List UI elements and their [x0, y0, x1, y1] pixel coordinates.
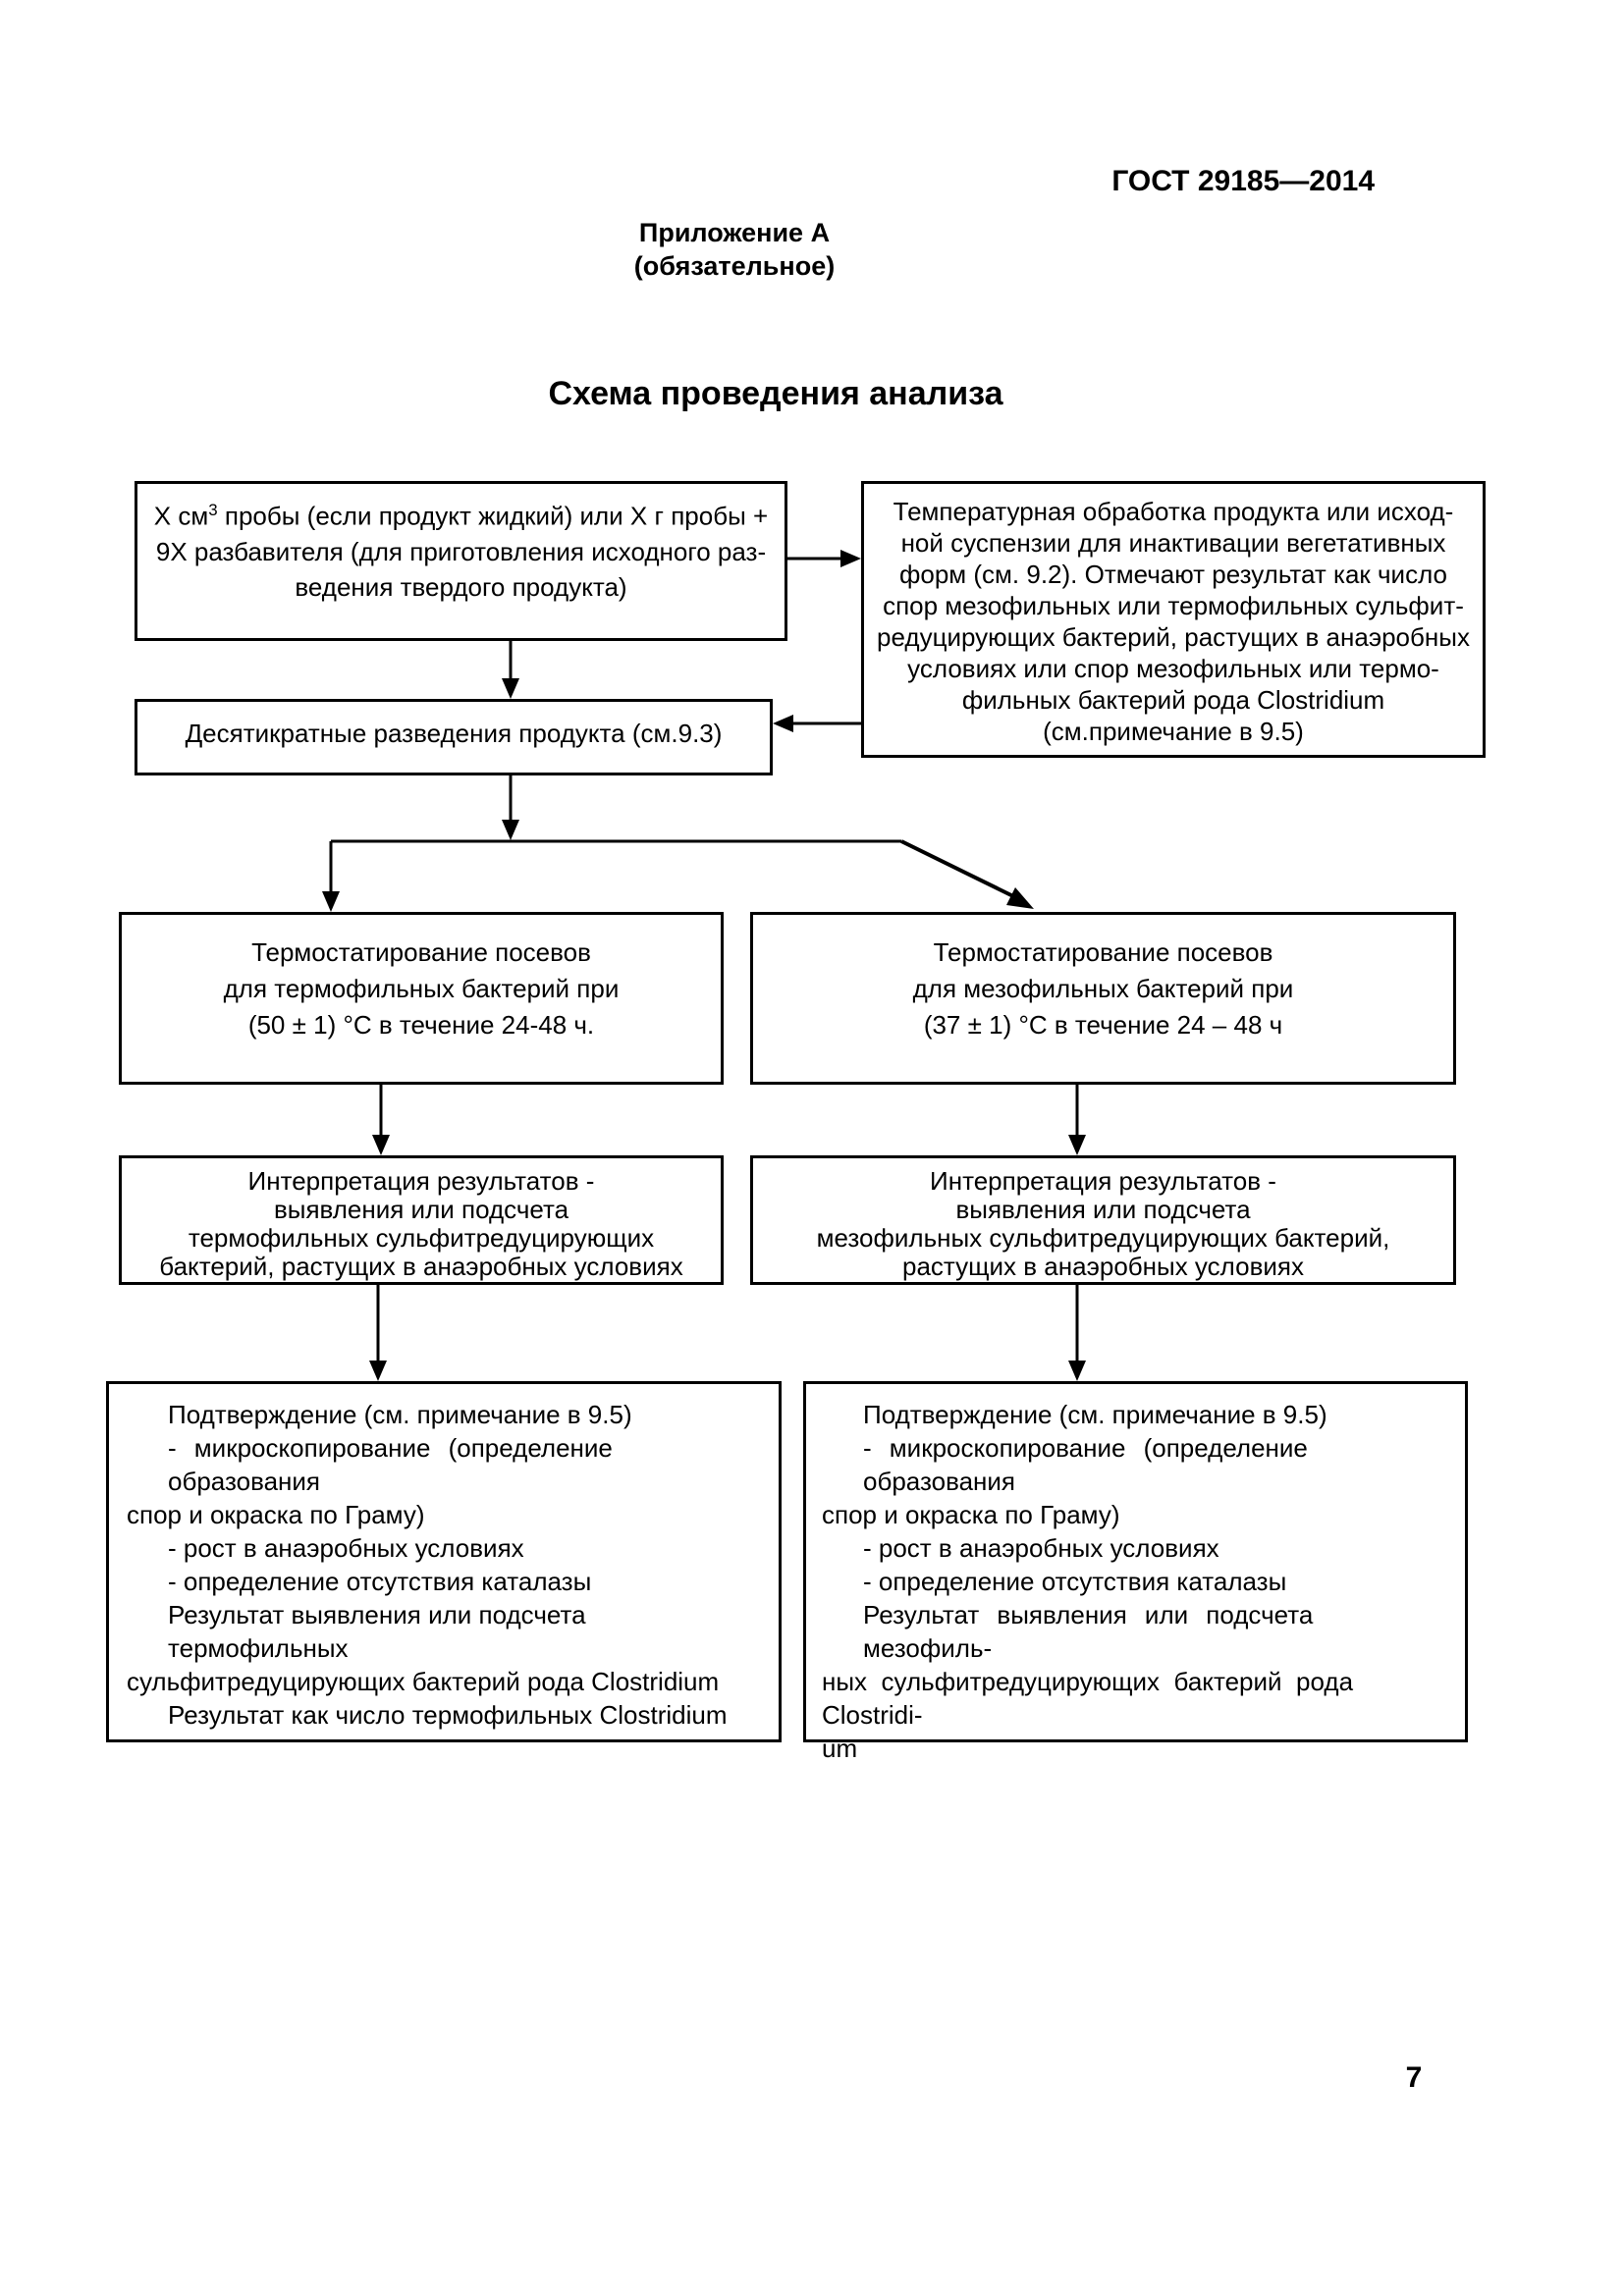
text-line: редуцирующих бактерий, растущих в анаэро… — [877, 622, 1470, 652]
text-line: - микроскопирование (определение образов… — [863, 1433, 1308, 1496]
arrow-mesophilic-incubation-to-interpretation — [1068, 1085, 1086, 1155]
text-line: ных сульфитредуцирующих бактерий рода Cl… — [822, 1667, 1354, 1730]
box-mesophilic-incubation: Термостатирование посевов для мезофильны… — [750, 912, 1456, 1085]
text-line: для мезофильных бактерий при — [912, 974, 1294, 1003]
arrow-heat-treatment-to-dilutions — [773, 715, 861, 732]
text-line: Термостатирование посевов — [251, 937, 591, 967]
arrow-sample-to-dilutions — [502, 641, 519, 699]
text-line: - определение отсутствия каталазы — [168, 1567, 592, 1596]
superscript-3: 3 — [208, 501, 218, 519]
text-line: Результат выявления или подсчета мезофил… — [863, 1600, 1314, 1663]
arrow-thermophilic-interpretation-to-confirmation — [369, 1285, 387, 1381]
text-line: (50 ± 1) °С в течение 24-48 ч. — [247, 1010, 595, 1040]
text-line: Результат выявления или подсчета термофи… — [168, 1600, 586, 1663]
text-line: для термофильных бактерий при — [223, 974, 620, 1003]
text-line: Интерпретация результатов - — [930, 1166, 1276, 1196]
page-number: 7 — [1405, 2061, 1423, 2094]
text-line: мезофильных сульфитредуцирующих бактерий… — [816, 1223, 1390, 1253]
text-line: спор и окраска по Граму) — [127, 1500, 425, 1529]
box-mesophilic-interpretation: Интерпретация результатов - выявления ил… — [750, 1155, 1456, 1285]
arrow-branch-to-thermophilic-incubation — [322, 841, 340, 912]
text-line: - определение отсутствия каталазы — [863, 1567, 1287, 1596]
text-line: 9Х разбавителя (для приготовления исходн… — [155, 536, 767, 566]
box-thermophilic-interpretation: Интерпретация результатов - выявления ил… — [119, 1155, 724, 1285]
text-line: выявления или подсчета — [273, 1195, 569, 1224]
text-line: - микроскопирование (определение образов… — [168, 1433, 613, 1496]
arrow-mesophilic-interpretation-to-confirmation — [1068, 1285, 1086, 1381]
text-line: бактерий, растущих в анаэробных условиях — [159, 1252, 683, 1281]
text-line: спор и окраска по Граму) — [822, 1500, 1120, 1529]
box-dilutions: Десятикратные разведения продукта (см.9.… — [135, 699, 773, 775]
text-line: - рост в анаэробных условиях — [863, 1533, 1219, 1563]
box-thermophilic-confirmation: Подтверждение (см. примечание в 9.5) - м… — [106, 1381, 782, 1742]
text-line: (37 ± 1) °С в течение 24 – 48 ч — [923, 1010, 1283, 1040]
text-line: - рост в анаэробных условиях — [168, 1533, 524, 1563]
text-line: сульфитредуцирующих бактерий рода Clostr… — [127, 1667, 720, 1696]
text-line: растущих в анаэробных условиях — [902, 1252, 1304, 1281]
appendix-subtitle: (обязательное) — [633, 251, 836, 281]
text-line: um — [822, 1734, 858, 1763]
text-line: Температурная обработка продукта или исх… — [893, 497, 1454, 526]
text-line: условиях или спор мезофильных или термо- — [907, 654, 1439, 683]
text-line: Интерпретация результатов - — [247, 1166, 595, 1196]
text-line: выявления или подсчета — [955, 1195, 1251, 1224]
text-line: Термостатирование посевов — [933, 937, 1273, 967]
text-line: фильных бактерий рода Clostridium — [961, 685, 1385, 715]
box-sample: Х см3 пробы (если продукт жидкий) или Х … — [135, 481, 787, 641]
text-line: Десятикратные разведения продукта (см.9.… — [185, 719, 723, 748]
arrow-sample-to-heat-treatment — [787, 550, 861, 567]
arrow-dilutions-to-branch — [502, 775, 519, 840]
appendix-title: Приложение А — [638, 218, 831, 247]
text-line: ведения твердого продукта) — [295, 571, 627, 602]
diagram-title: Схема проведения анализа — [548, 375, 1003, 412]
text-line: спор мезофильных или термофильных сульфи… — [883, 591, 1464, 620]
text-line: Подтверждение (см. примечание в 9.5) — [863, 1400, 1327, 1429]
text-line: Результат как число термофильных Clostri… — [168, 1700, 728, 1730]
box-heat-treatment: Температурная обработка продукта или исх… — [861, 481, 1486, 758]
arrow-thermophilic-incubation-to-interpretation — [372, 1085, 390, 1155]
box-mesophilic-confirmation: Подтверждение (см. примечание в 9.5) - м… — [803, 1381, 1468, 1763]
text-line: форм (см. 9.2). Отмечают результат как ч… — [898, 560, 1448, 589]
doc-number: ГОСТ 29185—2014 — [1111, 165, 1375, 197]
arrow-branch-to-mesophilic-incubation — [900, 839, 1034, 909]
text-line: термофильных сульфитредуцирующих — [188, 1223, 655, 1253]
text-line: (см.примечание в 9.5) — [1043, 717, 1304, 746]
text-line: ной суспензии для инактивации вегетативн… — [900, 528, 1446, 558]
box-thermophilic-incubation: Термостатирование посевов для термофильн… — [119, 912, 724, 1085]
text-line: Х см3 пробы (если продукт жидкий) или Х … — [153, 501, 769, 531]
text-line: Подтверждение (см. примечание в 9.5) — [168, 1400, 632, 1429]
